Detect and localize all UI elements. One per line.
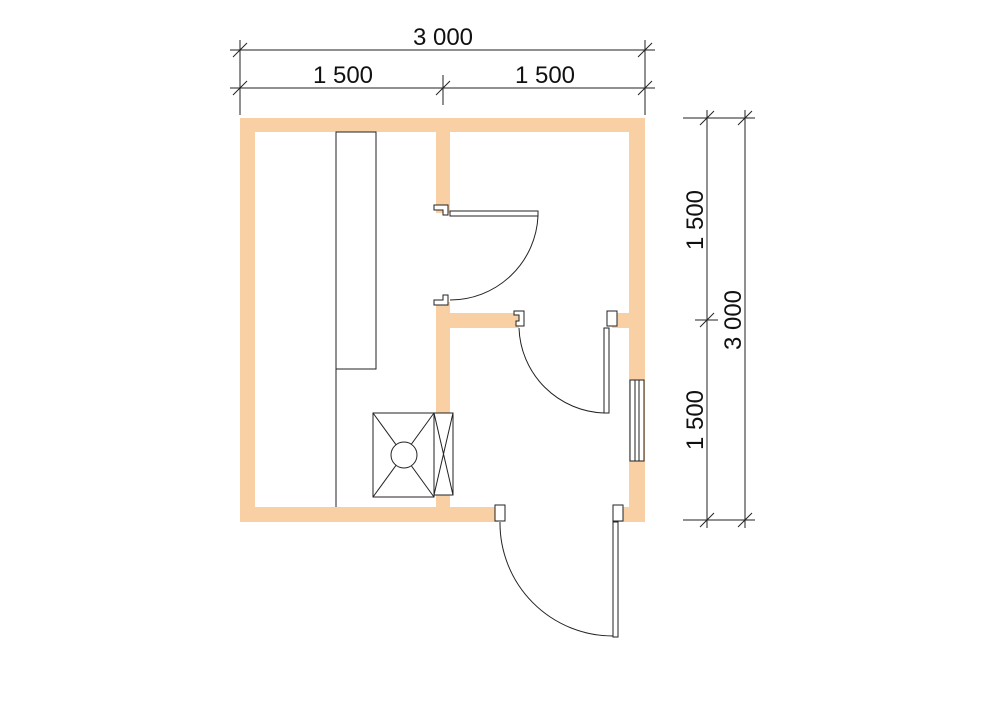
dimension-top: 3 000 1 500 1 500 bbox=[230, 24, 655, 115]
wall-right-upper bbox=[629, 118, 645, 328]
dimension-right-bottom: 1 500 bbox=[682, 390, 709, 450]
dimension-top-right: 1 500 bbox=[515, 62, 575, 89]
walls bbox=[240, 118, 645, 522]
window-icon bbox=[629, 379, 645, 462]
bench bbox=[335, 131, 377, 507]
wall-bottom bbox=[240, 507, 498, 522]
dimension-right: 1 500 1 500 3 000 bbox=[682, 110, 755, 528]
dimension-top-total: 3 000 bbox=[413, 24, 473, 51]
partition-upper bbox=[436, 118, 450, 213]
door-swing-icon bbox=[433, 204, 539, 306]
door-swing-icon bbox=[513, 310, 618, 414]
dimension-top-left: 1 500 bbox=[313, 62, 373, 89]
dimension-right-top: 1 500 bbox=[682, 190, 709, 250]
stove-icon bbox=[372, 412, 454, 498]
wall-left bbox=[240, 118, 255, 522]
door-swing-icon bbox=[494, 504, 624, 638]
dimension-right-total: 3 000 bbox=[720, 290, 747, 350]
wall-right-stub bbox=[617, 507, 645, 522]
partition-horizontal bbox=[436, 313, 519, 328]
partition-horizontal-right bbox=[612, 313, 645, 328]
bench-upper bbox=[335, 131, 377, 370]
